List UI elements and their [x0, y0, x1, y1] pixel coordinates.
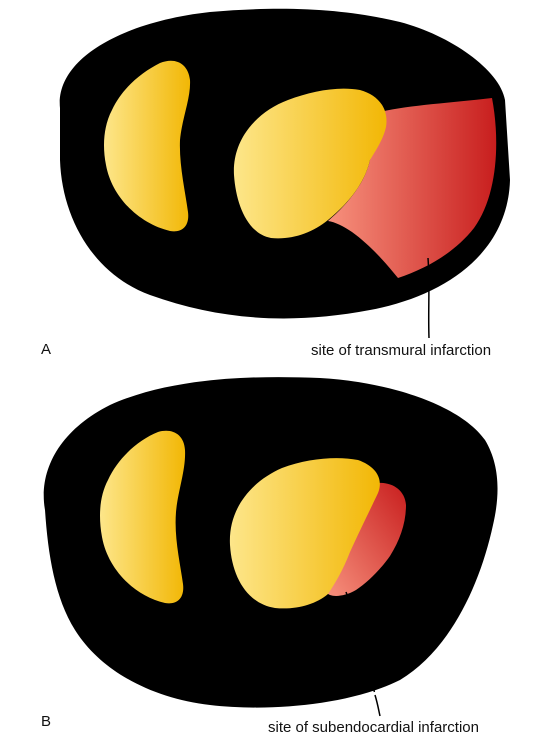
panel-a-letter: A	[41, 341, 52, 358]
panel-a-leader-line	[427, 257, 430, 339]
panel-b-heart	[43, 377, 498, 717]
panel-b-dashed-leader-line	[345, 591, 376, 696]
panel-a-left-ventricle-cavity	[233, 88, 387, 239]
panel-a-right-ventricle-cavity	[104, 60, 191, 232]
panel-b-right-ventricle-cavity	[100, 430, 186, 604]
panel-a-caption: site of transmural infarction	[311, 342, 492, 359]
panel-a-heart	[59, 8, 511, 339]
panel-b-infarct	[326, 482, 406, 596]
panel-a-infarct	[328, 98, 497, 278]
panel-b-caption: site of subendocardial infarction	[268, 719, 479, 736]
panel-b-left-ventricle-cavity	[229, 458, 380, 609]
panel-b-letter: B	[41, 713, 52, 730]
panel-b-solid-leader-line	[374, 694, 381, 717]
